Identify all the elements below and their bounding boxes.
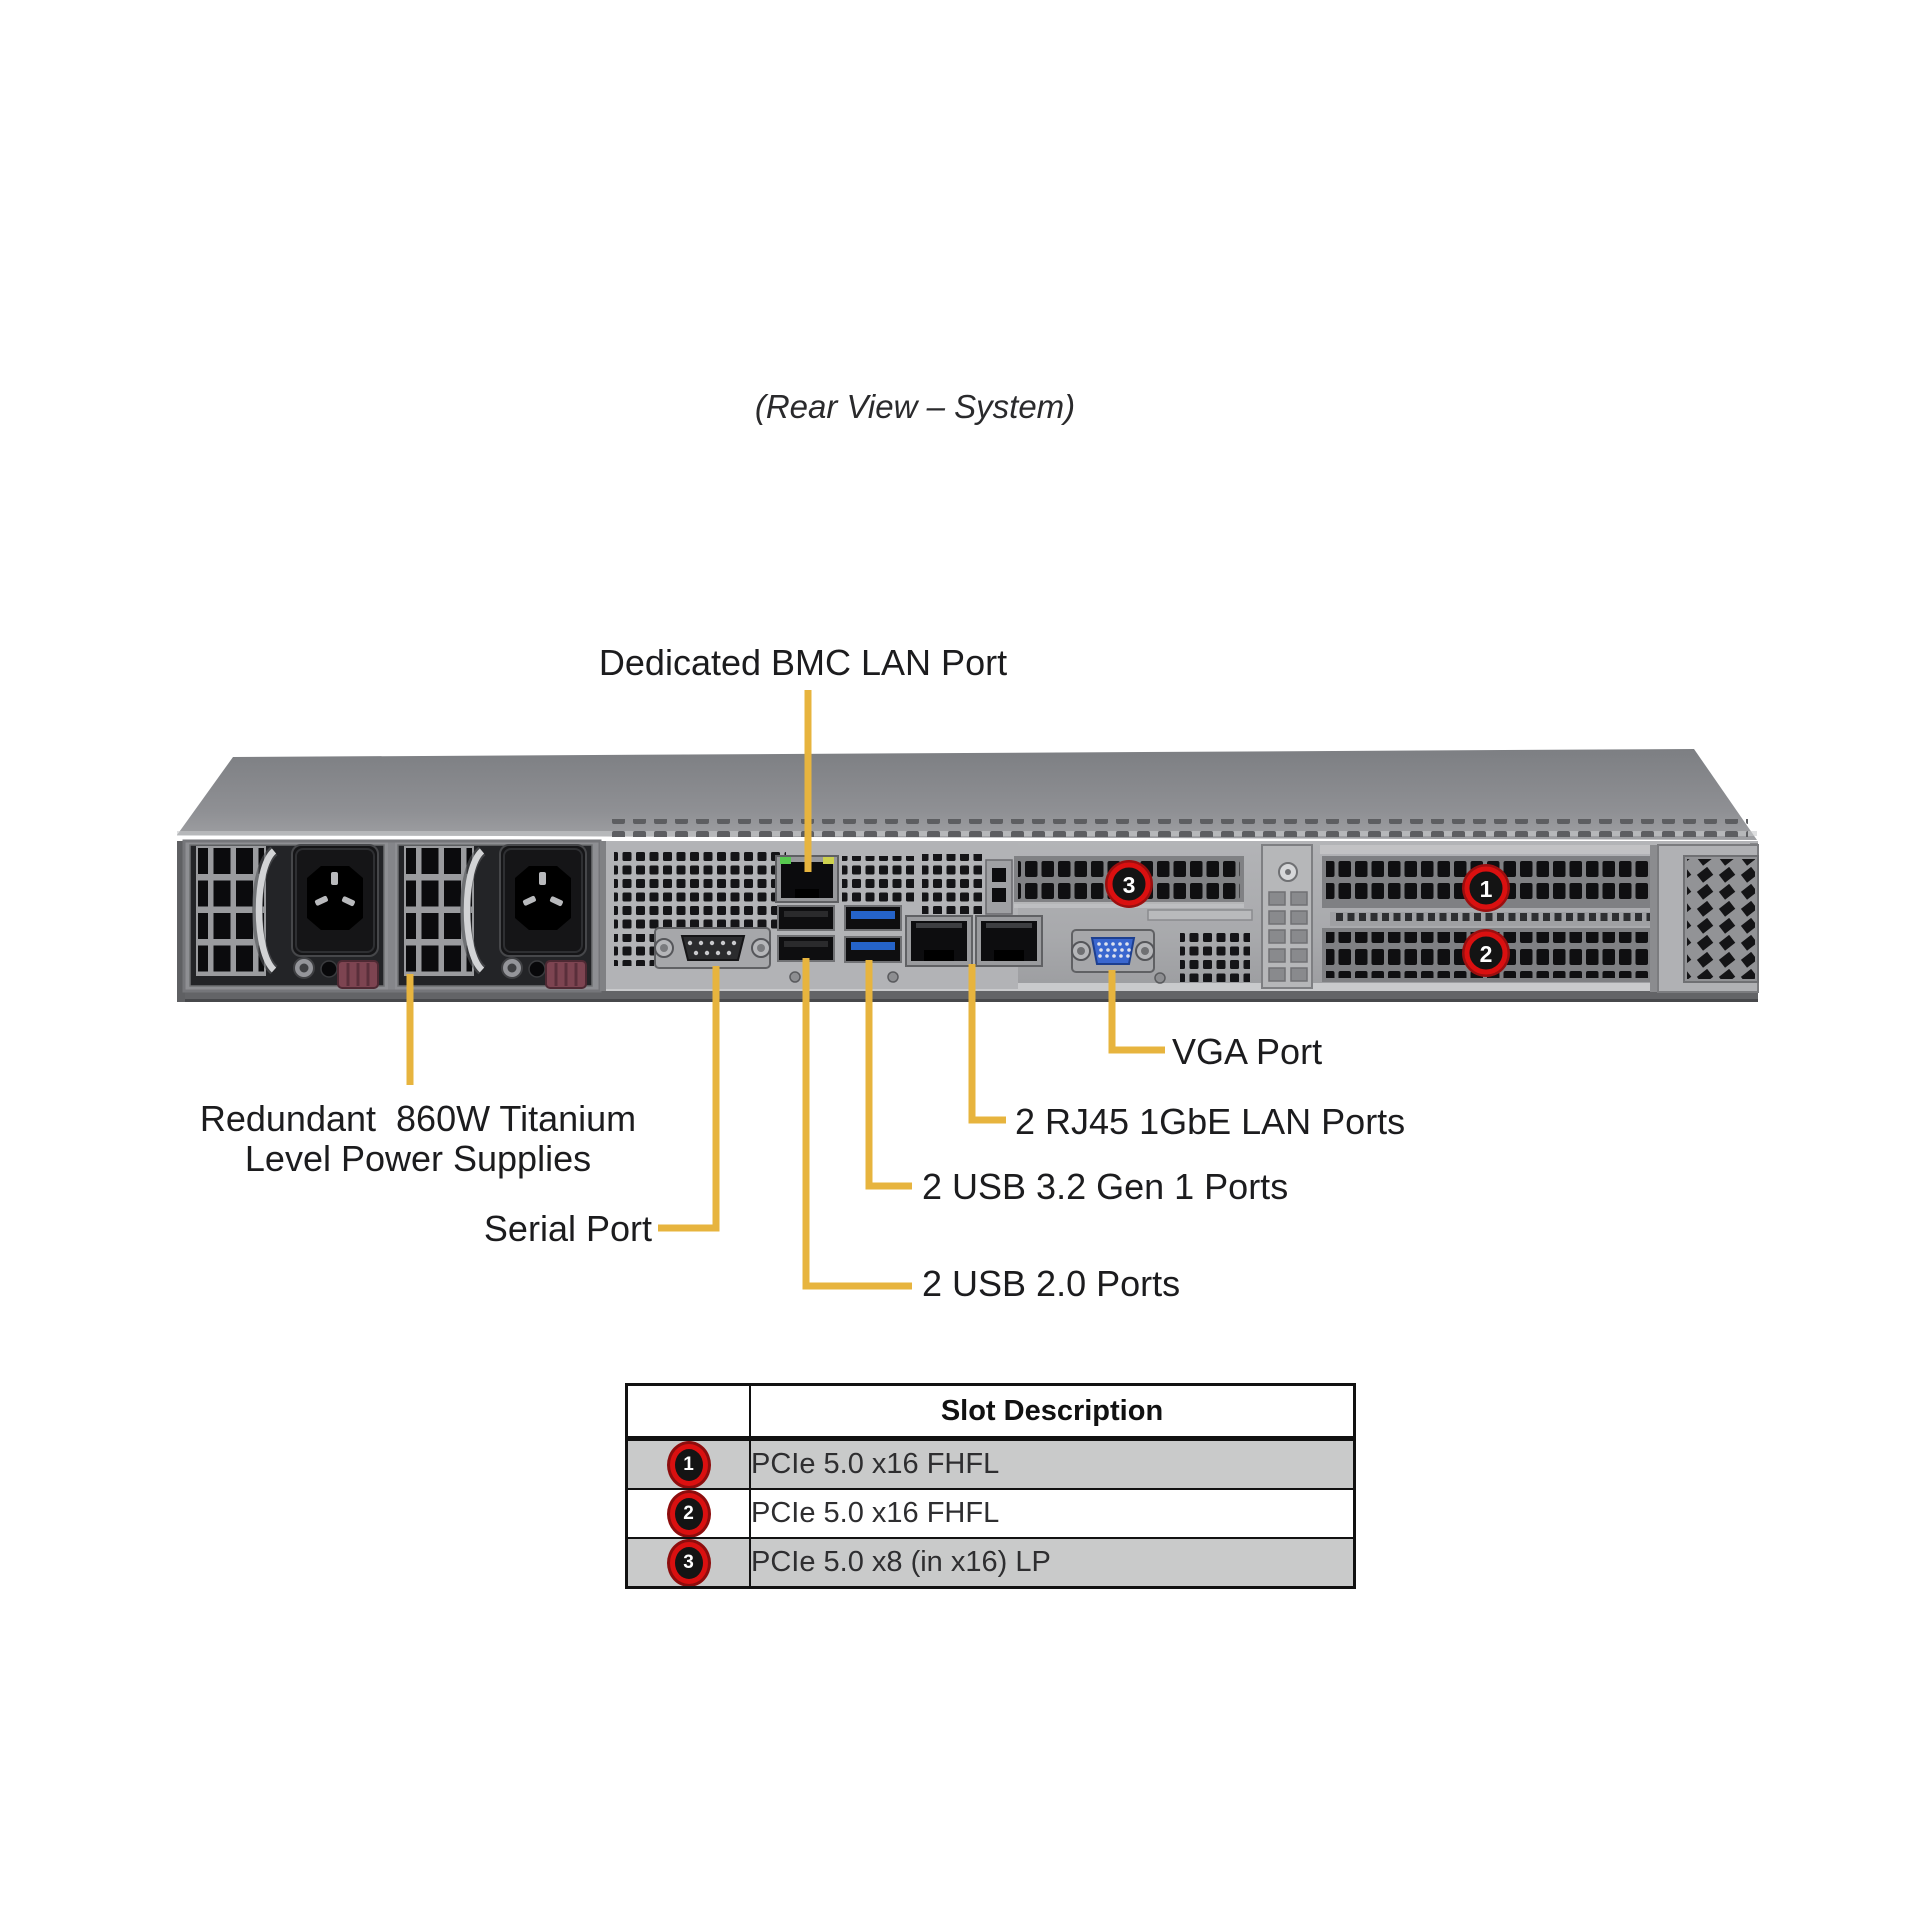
right-end-vent xyxy=(1650,844,1759,993)
io-bracket xyxy=(985,859,1013,915)
slot-badge-3: 3 xyxy=(1105,860,1153,908)
callout-line-usb3 xyxy=(865,960,912,1190)
label-vga: VGA Port xyxy=(1172,1031,1323,1072)
slot-badge-2-number: 2 xyxy=(1480,941,1493,967)
slot-badge-3-number: 3 xyxy=(1123,872,1136,898)
usb3-ports xyxy=(844,905,902,963)
label-bmc-lan: Dedicated BMC LAN Port xyxy=(598,642,1008,683)
table-badge-2: 2 xyxy=(669,1492,708,1535)
label-serial: Serial Port xyxy=(483,1208,652,1249)
table-desc-3: PCIe 5.0 x8 (in x16) LP xyxy=(749,1537,1356,1589)
label-usb3: 2 USB 3.2 Gen 1 Ports xyxy=(922,1166,1289,1207)
label-psu-line2: Level Power Supplies xyxy=(244,1138,592,1179)
label-usb2: 2 USB 2.0 Ports xyxy=(922,1263,1181,1304)
slot-badge-1: 1 xyxy=(1462,864,1510,912)
table-badge-1: 1 xyxy=(669,1443,708,1486)
slot-badge-2: 2 xyxy=(1462,929,1510,977)
vga-port xyxy=(1071,929,1155,973)
power-supply-bay xyxy=(182,839,606,991)
chassis-top-face xyxy=(177,749,1757,840)
table-row: 3 PCIe 5.0 x8 (in x16) LP xyxy=(625,1537,1356,1589)
lan-ports xyxy=(905,915,1043,967)
table-header-badge-cell xyxy=(625,1383,751,1441)
chassis-vent-row xyxy=(608,819,1748,837)
table-header-row: Slot Description xyxy=(625,1383,1356,1441)
label-psu-line1: Redundant 860W Titanium xyxy=(199,1098,637,1139)
table-badge-3: 3 xyxy=(669,1541,708,1584)
psu-1 xyxy=(190,845,384,988)
label-lan: 2 RJ45 1GbE LAN Ports xyxy=(1015,1101,1406,1142)
serial-port xyxy=(654,927,771,969)
callout-line-usb2 xyxy=(802,958,912,1290)
psu-2 xyxy=(398,845,592,988)
io-panel xyxy=(606,843,1166,989)
riser-bracket xyxy=(1261,844,1313,989)
table-row: 2 PCIe 5.0 x16 FHFL xyxy=(625,1488,1356,1539)
usb2-ports xyxy=(777,905,835,962)
callout-line-serial xyxy=(658,966,720,1232)
table-row: 1 PCIe 5.0 x16 FHFL xyxy=(625,1437,1356,1490)
callout-lines xyxy=(406,690,1165,1290)
callout-line-vga xyxy=(1108,970,1165,1054)
pcie-slot-divider-strip xyxy=(1330,912,1654,926)
slot-description-table: Slot Description 1 PCIe 5.0 x16 FHFL 2 P… xyxy=(625,1383,1356,1589)
figure-title: (Rear View – System) xyxy=(754,388,1076,425)
table-desc-1: PCIe 5.0 x16 FHFL xyxy=(749,1437,1356,1490)
table-desc-2: PCIe 5.0 x16 FHFL xyxy=(749,1488,1356,1539)
callout-line-lan xyxy=(968,964,1006,1124)
table-header-description: Slot Description xyxy=(749,1383,1356,1441)
slot-badge-1-number: 1 xyxy=(1480,876,1493,902)
